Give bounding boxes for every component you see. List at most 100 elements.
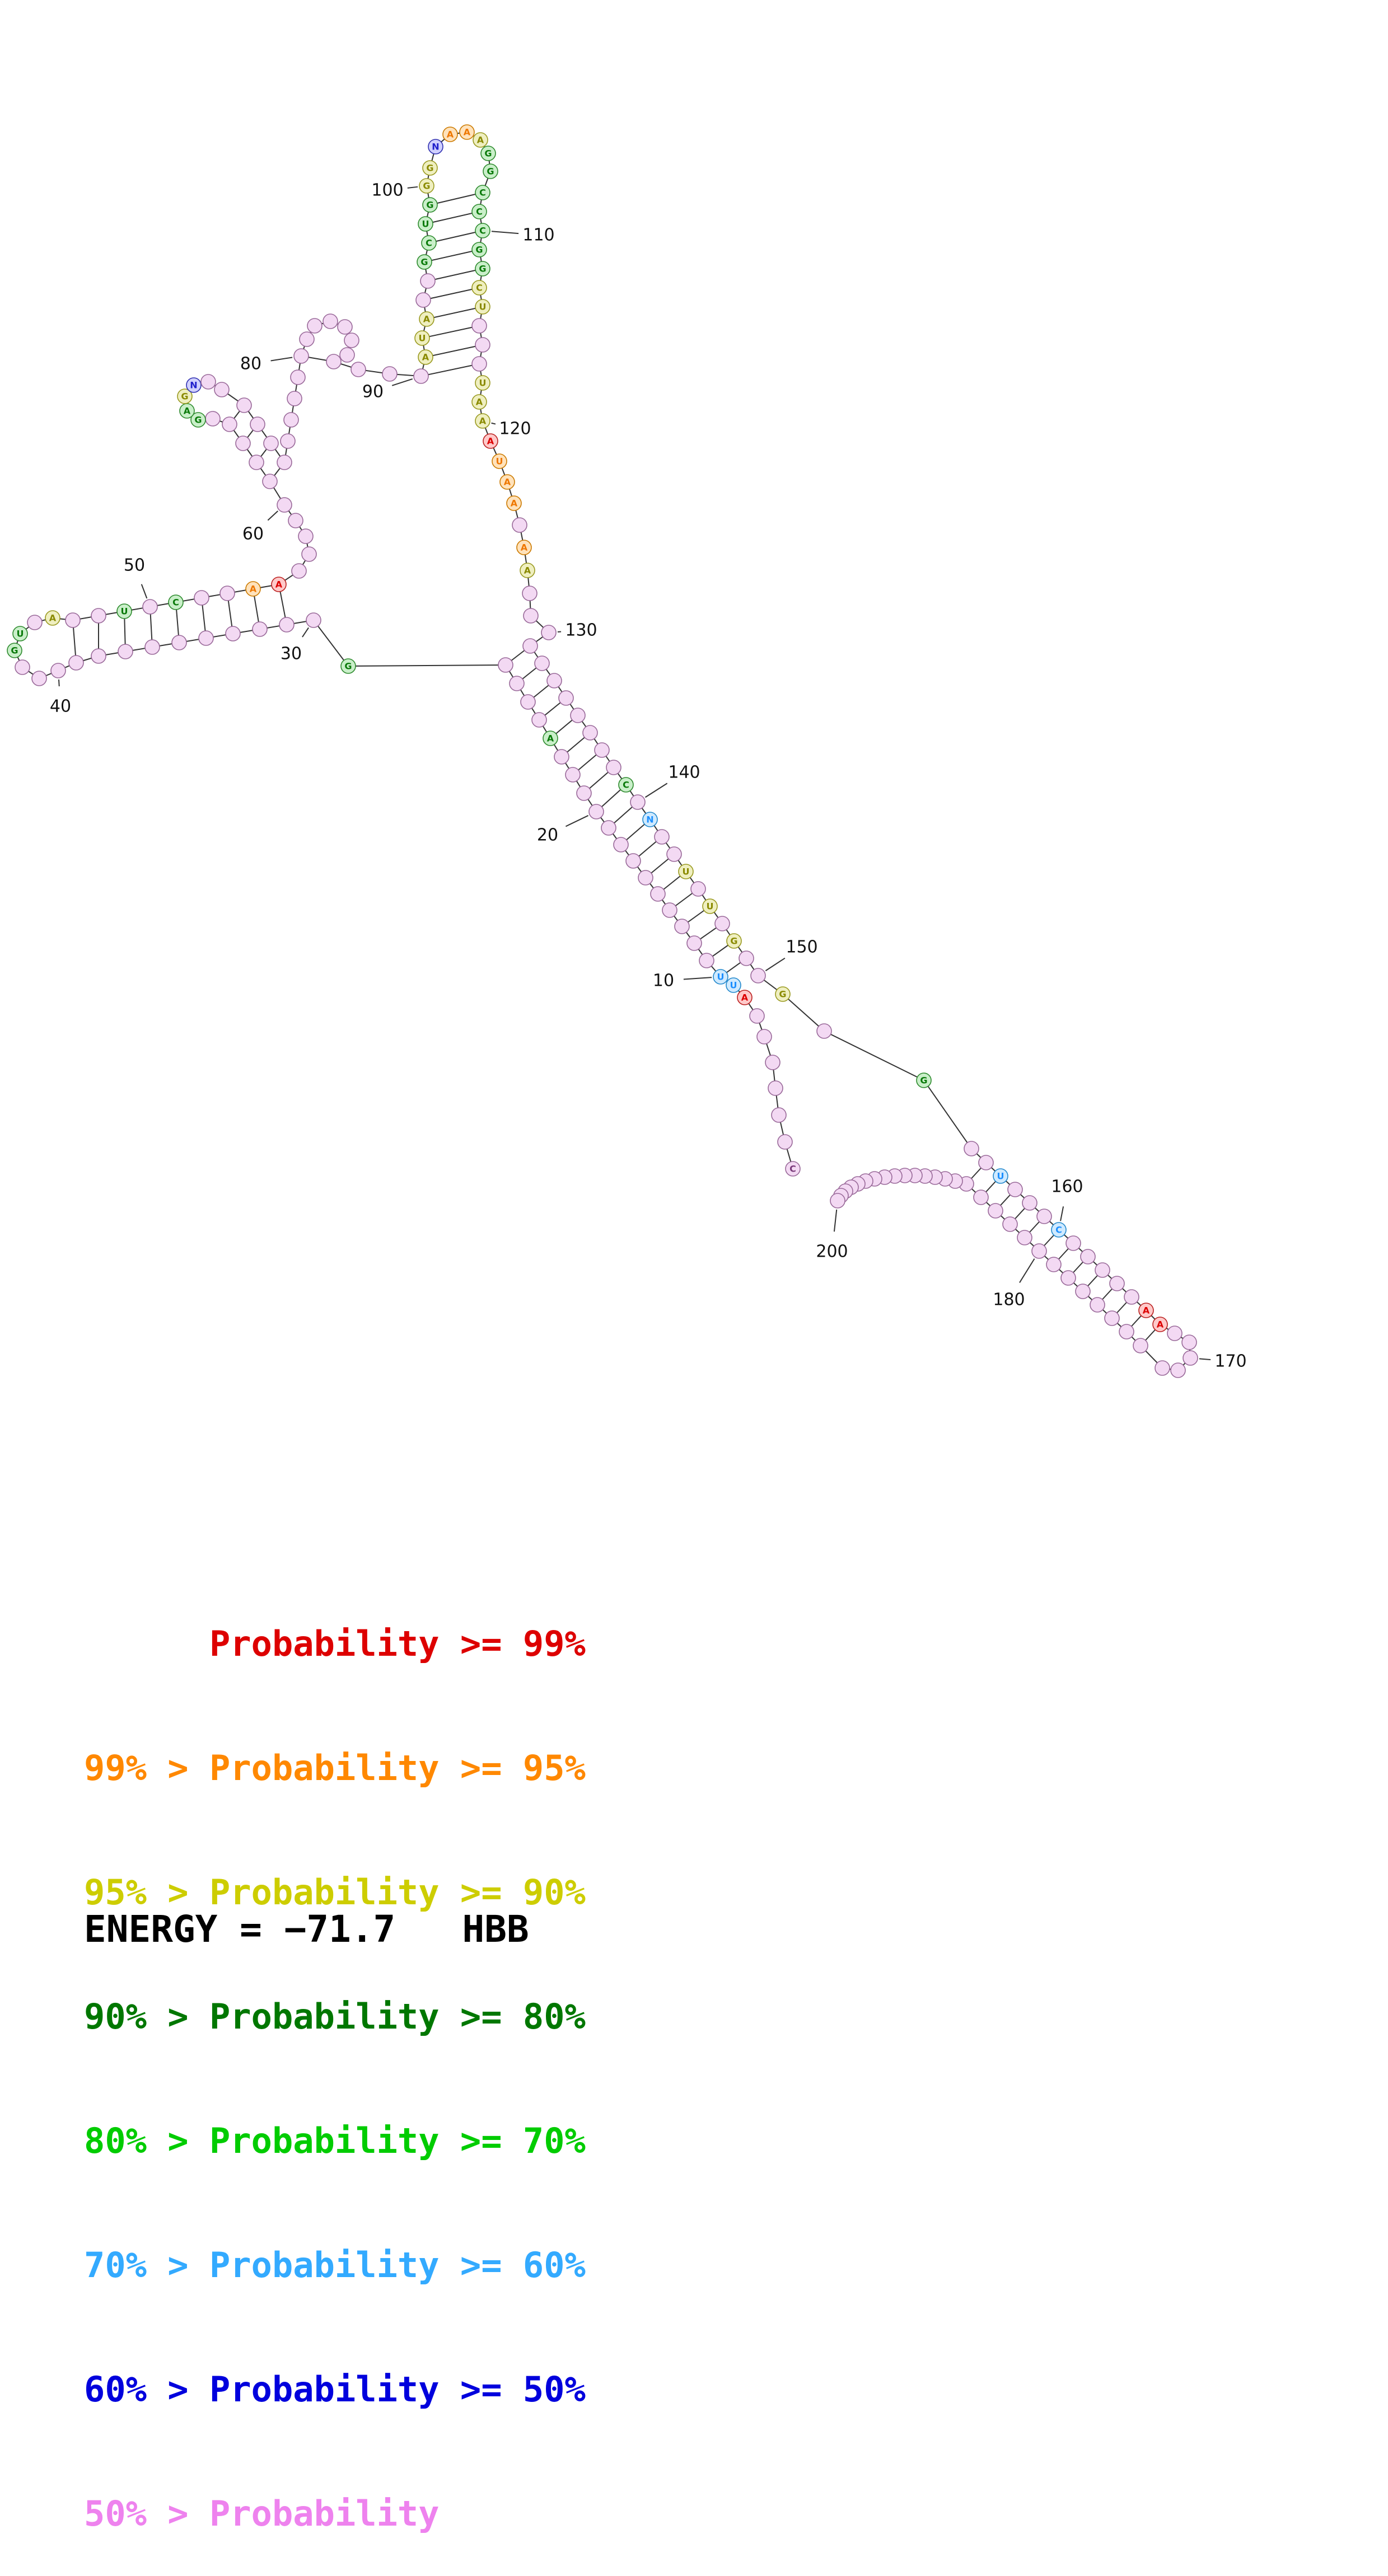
nucleotide-letter: A bbox=[464, 127, 471, 138]
nucleotide-letter: A bbox=[524, 565, 531, 576]
nucleotide-letter: U bbox=[683, 867, 690, 877]
nucleotide-letter: G bbox=[487, 166, 494, 177]
nucleotide bbox=[532, 713, 546, 727]
base-pair-bond bbox=[426, 345, 483, 357]
legend-line: 50% > Probability bbox=[84, 2493, 586, 2535]
nucleotide bbox=[250, 417, 265, 432]
nucleotide bbox=[382, 367, 397, 381]
nucleotide bbox=[498, 658, 513, 672]
nucleotide-letter: A bbox=[49, 613, 57, 624]
nucleotide bbox=[1008, 1182, 1022, 1197]
nucleotide-letter: C bbox=[172, 597, 179, 608]
nucleotide-letter: A bbox=[422, 352, 429, 363]
nucleotide-letter: A bbox=[477, 135, 484, 146]
base-pair-bond bbox=[424, 250, 479, 262]
position-label-tick bbox=[271, 357, 293, 360]
nucleotide bbox=[199, 631, 213, 645]
nucleotide bbox=[338, 320, 352, 334]
nucleotide bbox=[606, 760, 621, 775]
nucleotide bbox=[66, 613, 80, 627]
base-pair-bond bbox=[426, 212, 479, 224]
nucleotide bbox=[277, 455, 292, 470]
nucleotide bbox=[416, 293, 431, 307]
nucleotide bbox=[1022, 1196, 1037, 1210]
position-label: 10 bbox=[653, 971, 674, 991]
nucleotide bbox=[323, 314, 338, 329]
base-pair-bond bbox=[427, 307, 483, 319]
nucleotide-letter: G bbox=[344, 661, 352, 672]
nucleotide bbox=[220, 586, 235, 601]
nucleotide bbox=[284, 413, 298, 427]
nucleotide-letter: G bbox=[475, 245, 483, 255]
position-label: 20 bbox=[537, 826, 558, 845]
nucleotide-letter: C bbox=[426, 238, 432, 249]
nucleotide bbox=[554, 750, 569, 764]
nucleotide bbox=[1003, 1217, 1017, 1231]
nucleotide-letter: U bbox=[479, 378, 487, 388]
nucleotide bbox=[472, 319, 487, 333]
nucleotide-letter: A bbox=[504, 477, 511, 488]
nucleotide bbox=[974, 1190, 988, 1205]
nucleotide bbox=[91, 649, 106, 663]
nucleotide bbox=[547, 673, 562, 688]
nucleotide bbox=[1095, 1263, 1110, 1277]
nucleotide bbox=[344, 333, 359, 348]
position-label-tick bbox=[408, 187, 418, 188]
nucleotide-letter: G bbox=[11, 645, 18, 656]
nucleotide bbox=[253, 622, 267, 636]
nucleotide bbox=[1037, 1209, 1051, 1224]
nucleotide-letter: A bbox=[547, 733, 554, 744]
nucleotide bbox=[510, 676, 524, 691]
nucleotide bbox=[512, 518, 527, 532]
nucleotide-letter: U bbox=[479, 302, 487, 312]
nucleotide bbox=[194, 591, 209, 605]
position-label: 140 bbox=[668, 763, 700, 783]
position-label: 160 bbox=[1051, 1177, 1083, 1197]
nucleotide-letter: G bbox=[426, 200, 433, 210]
nucleotide bbox=[1133, 1338, 1148, 1353]
base-pair-bond bbox=[430, 193, 483, 205]
nucleotide bbox=[577, 786, 591, 800]
nucleotide bbox=[1110, 1276, 1124, 1291]
nucleotide bbox=[51, 663, 66, 678]
position-label: 60 bbox=[242, 524, 264, 544]
nucleotide bbox=[302, 547, 316, 561]
nucleotide bbox=[298, 529, 313, 544]
nucleotide bbox=[1182, 1335, 1197, 1350]
nucleotide-letter: C bbox=[479, 188, 486, 198]
nucleotide-letter: C bbox=[789, 1164, 796, 1174]
position-label: 80 bbox=[240, 354, 261, 374]
nucleotide-letter: U bbox=[730, 980, 737, 991]
nucleotide bbox=[751, 968, 765, 983]
nucleotide bbox=[630, 795, 645, 809]
nucleotide bbox=[583, 725, 597, 740]
nucleotide bbox=[1155, 1361, 1170, 1375]
nucleotide-letter: A bbox=[423, 314, 431, 325]
base-pair-bond bbox=[421, 364, 479, 376]
nucleotide bbox=[420, 274, 435, 288]
position-label: 130 bbox=[565, 621, 597, 640]
legend-line: 90% > Probability >= 80% bbox=[84, 1996, 586, 2038]
nucleotide bbox=[351, 362, 366, 377]
nucleotide-letter: A bbox=[1157, 1319, 1164, 1330]
legend-line: 80% > Probability >= 70% bbox=[84, 2120, 586, 2162]
nucleotide-letter: A bbox=[184, 406, 191, 416]
nucleotide bbox=[757, 1029, 772, 1044]
nucleotide bbox=[541, 625, 556, 640]
base-pair-bond bbox=[429, 231, 483, 243]
nucleotide bbox=[535, 656, 549, 671]
nucleotide bbox=[655, 830, 669, 844]
nucleotide bbox=[772, 1108, 786, 1122]
nucleotide-letter: A bbox=[447, 129, 454, 140]
position-label-tick bbox=[566, 816, 588, 826]
nucleotide bbox=[1066, 1236, 1081, 1250]
nucleotide-letter: G bbox=[181, 391, 188, 402]
nucleotide bbox=[964, 1141, 979, 1156]
base-pair-bond bbox=[428, 269, 483, 281]
legend-line: Probability >= 99% bbox=[84, 1623, 586, 1665]
position-label-tick bbox=[142, 584, 147, 598]
nucleotide bbox=[226, 626, 240, 641]
legend-line: 99% > Probability >= 95% bbox=[84, 1748, 586, 1789]
nucleotide-letter: N bbox=[646, 814, 653, 825]
